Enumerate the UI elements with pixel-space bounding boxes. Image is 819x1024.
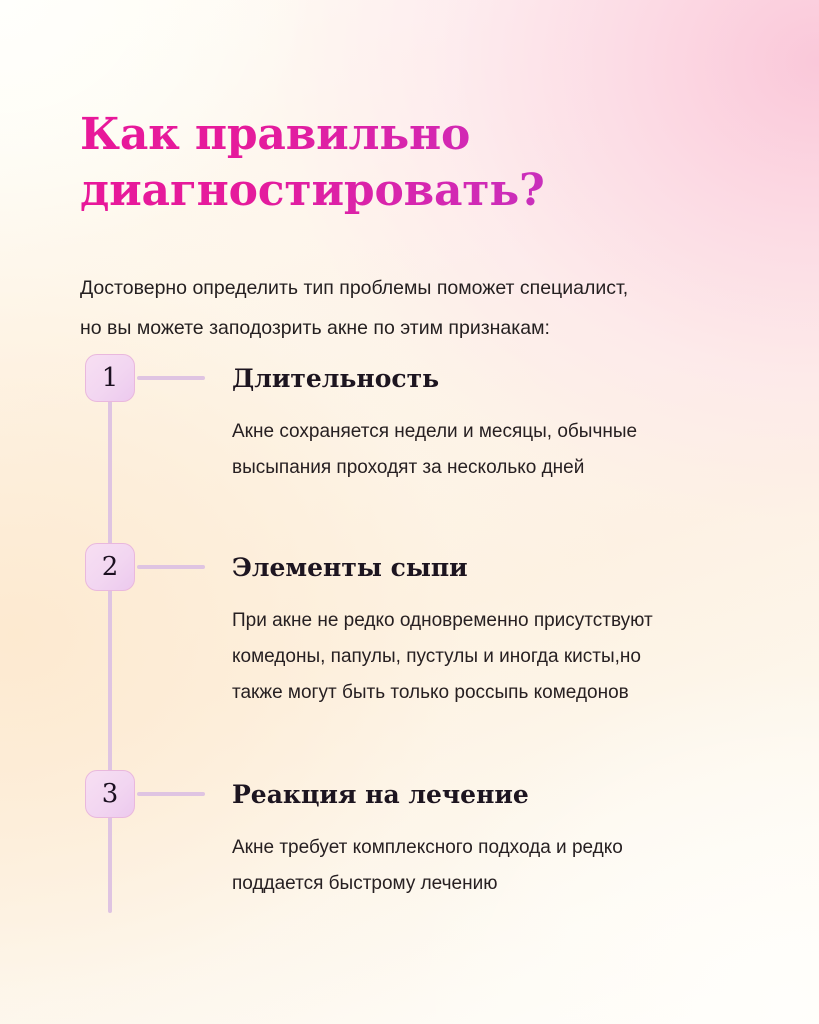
step-number-badge-1: 1 bbox=[85, 354, 135, 402]
step-heading-2: Элементы сыпи bbox=[232, 553, 468, 582]
step-body-2-line-3: также могут быть только россыпь комедоно… bbox=[232, 682, 629, 703]
step-body-1-line-1: Акне сохраняется недели и месяцы, обычны… bbox=[232, 421, 638, 442]
step-connector-line-3 bbox=[137, 792, 205, 796]
step-body-1-line-2: высыпания проходят за несколько дней bbox=[232, 457, 585, 478]
step-body-1: Акне сохраняется недели и месяцы, обычны… bbox=[232, 414, 792, 486]
intro-line-2: но вы можете заподозрить акне по этим пр… bbox=[80, 316, 550, 339]
step-body-2-line-2: комедоны, папулы, пустулы и иногда кисты… bbox=[232, 646, 641, 667]
step-body-3-line-2: поддается быстрому лечению bbox=[232, 873, 498, 894]
step-body-2-line-1: При акне не редко одновременно присутств… bbox=[232, 610, 653, 631]
step-number-badge-2: 2 bbox=[85, 543, 135, 591]
step-heading-1: Длительность bbox=[232, 364, 440, 393]
timeline-vertical-line bbox=[108, 398, 112, 913]
intro-line-1: Достоверно определить тип проблемы помож… bbox=[80, 276, 629, 299]
step-number-badge-3: 3 bbox=[85, 770, 135, 818]
step-body-2: При акне не редко одновременно присутств… bbox=[232, 603, 792, 711]
step-connector-line-2 bbox=[137, 565, 205, 569]
step-heading-3: Реакция на лечение bbox=[232, 780, 529, 809]
step-connector-line-1 bbox=[137, 376, 205, 380]
intro-paragraph: Достоверно определить тип проблемы помож… bbox=[80, 268, 770, 348]
step-body-3-line-1: Акне требует комплексного подхода и редк… bbox=[232, 837, 623, 858]
step-body-3: Акне требует комплексного подхода и редк… bbox=[232, 830, 792, 902]
